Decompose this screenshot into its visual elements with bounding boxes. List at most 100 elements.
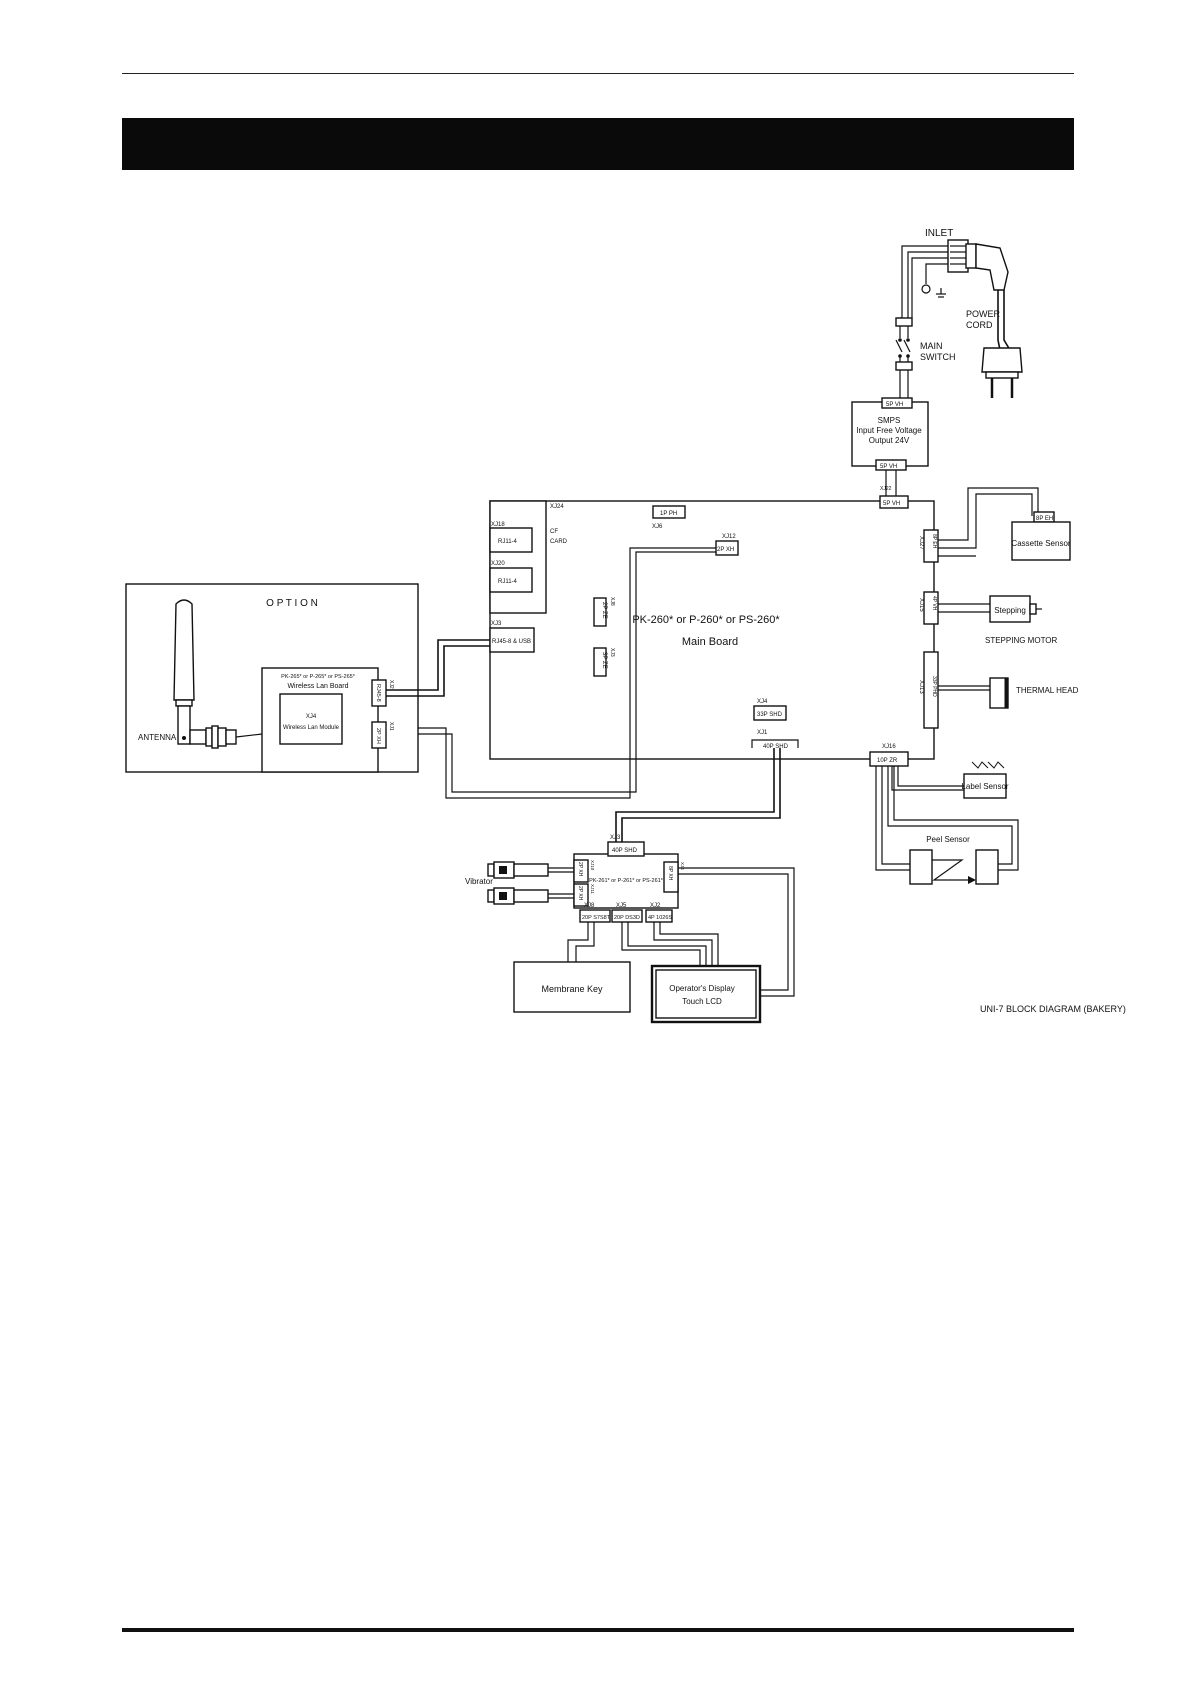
vib-conn-a: 2P XH xyxy=(577,862,583,877)
xj13-label: XJ13 xyxy=(918,680,924,694)
vibrator-label: Vibrator xyxy=(465,877,493,886)
lower-conn-40p-shd: 40P SHD xyxy=(612,848,638,854)
xj22-label: XJ22 xyxy=(880,486,892,492)
option-pw-conn: 2P XH xyxy=(375,728,381,744)
option-title: O P T I O N xyxy=(266,598,318,609)
label-sensor-block xyxy=(963,773,1007,799)
wireless-board-label-2: Wireless Lan Board xyxy=(287,683,348,690)
main-board: PK-260* or P-260* or PS-260* Main Board … xyxy=(386,486,939,799)
main-board-outline xyxy=(489,500,935,760)
module-code: XJ4 xyxy=(306,714,317,720)
antenna-icon xyxy=(173,599,263,749)
label-sensor-label: Label Sensor xyxy=(961,782,1008,791)
vib-conn-b: 2P XH xyxy=(577,886,583,901)
inlet-label: INLET xyxy=(925,228,953,239)
conn-xj2: 4P 1026S xyxy=(648,915,672,921)
display-label-2: Touch LCD xyxy=(682,997,722,1006)
xj3-label: XJ3 xyxy=(491,621,502,627)
stepping-motor-label: STEPPING MOTOR xyxy=(985,636,1058,645)
inlet-plug xyxy=(947,239,1009,291)
xj27-label: XJ27 xyxy=(918,536,924,550)
header-rule xyxy=(122,73,1074,74)
antenna-label: ANTENNA xyxy=(138,733,177,742)
thermal-head-label: THERMAL HEAD xyxy=(1016,686,1079,695)
conn-5p-vh-main: 5P VH xyxy=(883,501,900,507)
wireless-lan-module xyxy=(279,693,343,745)
main-board-title-1: PK-260* or P-260* or PS-260* xyxy=(632,614,780,626)
peel-sensor-label: Peel Sensor xyxy=(926,835,970,844)
xj24-label: XJ24 xyxy=(550,504,564,510)
power-cord-label-1: POWER xyxy=(966,309,1001,319)
power-plug-icon xyxy=(981,347,1023,398)
xj20-label: XJ20 xyxy=(491,561,505,567)
lower-xj2-label: XJ2 xyxy=(650,903,661,909)
ground-icon xyxy=(921,284,946,298)
smps-line-2: Input Free Voltage xyxy=(856,426,922,435)
operator-board xyxy=(573,853,679,909)
conn-xj27: 8P EH xyxy=(931,534,937,549)
cf-label-2: CARD xyxy=(550,539,568,545)
lower-xj3-label: XJ3 xyxy=(610,835,621,841)
light-arrow-icon xyxy=(971,761,1005,769)
cassette-sensor-block xyxy=(1011,521,1071,561)
smps-block xyxy=(851,401,929,467)
xj4-label: XJ4 xyxy=(757,699,768,705)
conn-10p-zr: 10P ZR xyxy=(877,758,898,764)
main-switch-label-1: MAIN xyxy=(920,341,943,351)
conn-1p-ph: 1P PH xyxy=(660,511,677,517)
cassette-sensor-label: Cassette Sensor xyxy=(1011,539,1070,548)
wireless-board-label-1: PK-265* or P-265* or PS-265* xyxy=(281,674,356,680)
smps-in-connector: 5P VH xyxy=(886,402,903,408)
display-label-1: Operator's Display xyxy=(669,984,735,993)
vib-conn-b-side: XJ11 xyxy=(590,884,595,894)
membrane-key-label: Membrane Key xyxy=(541,984,603,994)
operator-board-label: PK-261* or P-261* or PS-261* xyxy=(589,878,664,884)
power-section: INLET POWER CORD xyxy=(851,228,1023,494)
power-cord-label-2: CORD xyxy=(966,320,993,330)
conn-33p-shd: 33P SHD xyxy=(757,712,783,718)
option-rj45-conn: RJ45-8 xyxy=(375,684,381,702)
main-switch-icon xyxy=(895,317,913,371)
vertical-conn-b: 3P ZE xyxy=(601,652,607,669)
smps-line-3: Output 24V xyxy=(869,436,910,445)
module-name: Wireless Lan Module xyxy=(283,725,340,731)
xj6-label: XJ6 xyxy=(652,524,663,530)
diagram-caption: UNI-7 BLOCK DIAGRAM (BAKERY) xyxy=(980,1004,1126,1014)
conn-40p-shd-main: 40P SHD xyxy=(763,744,789,750)
vertical-conn-a-side: XJ8 xyxy=(609,597,615,606)
stepping-label: Stepping xyxy=(994,606,1026,615)
conn-xj5: 20P DS3D xyxy=(614,915,640,921)
vertical-conn-b-side: XJ3 xyxy=(609,648,615,657)
cassette-conn: 8P EH xyxy=(1036,516,1053,522)
lower-xj8-label: XJ8 xyxy=(584,903,595,909)
rj45-usb-label: RJ45-8 & USB xyxy=(492,639,531,645)
rj11-a-label: RJ11-4 xyxy=(498,539,518,545)
stepping-motor-block xyxy=(989,595,1031,623)
option-rj45-side: XJ2 xyxy=(388,680,394,689)
xj12-label: XJ12 xyxy=(722,534,736,540)
vertical-conn-a: 2P ZE xyxy=(601,602,607,619)
smps-title: SMPS xyxy=(878,416,901,425)
main-board-title-2: Main Board xyxy=(682,636,738,648)
option-section: O P T I O N PK-265* or P-265* or PS-265*… xyxy=(125,583,490,773)
footer-rule xyxy=(122,1628,1074,1632)
membrane-key-block xyxy=(513,961,631,1013)
vib-conn-a-side: XJ10 xyxy=(590,860,595,871)
lower-section: XJ3 40P SHD PK-261* or P-261* or PS-261*… xyxy=(465,748,795,1024)
vibrator-icon xyxy=(487,861,574,905)
peripherals: 8P EH Cassette Sensor Stepping STEPPING … xyxy=(875,487,1079,885)
xj1-label: XJ1 xyxy=(757,730,768,736)
xj18-label: XJ18 xyxy=(491,522,505,528)
xj15-label: XJ15 xyxy=(918,598,924,612)
cf-label-1: CF xyxy=(550,529,558,535)
conn-2p-xh: 2P XH xyxy=(717,547,734,553)
smps-out-connector: 5P VH xyxy=(880,464,897,470)
lower-xj5-label: XJ5 xyxy=(616,903,627,909)
xj16-label: XJ16 xyxy=(882,744,896,750)
rj11-b-label: RJ11-4 xyxy=(498,579,518,585)
conn-xj13: 33P PHD xyxy=(931,676,937,697)
right-conn: 8P XH xyxy=(667,866,673,881)
title-bar xyxy=(122,118,1074,170)
conn-xj8: 20P S7S8T xyxy=(582,915,611,921)
